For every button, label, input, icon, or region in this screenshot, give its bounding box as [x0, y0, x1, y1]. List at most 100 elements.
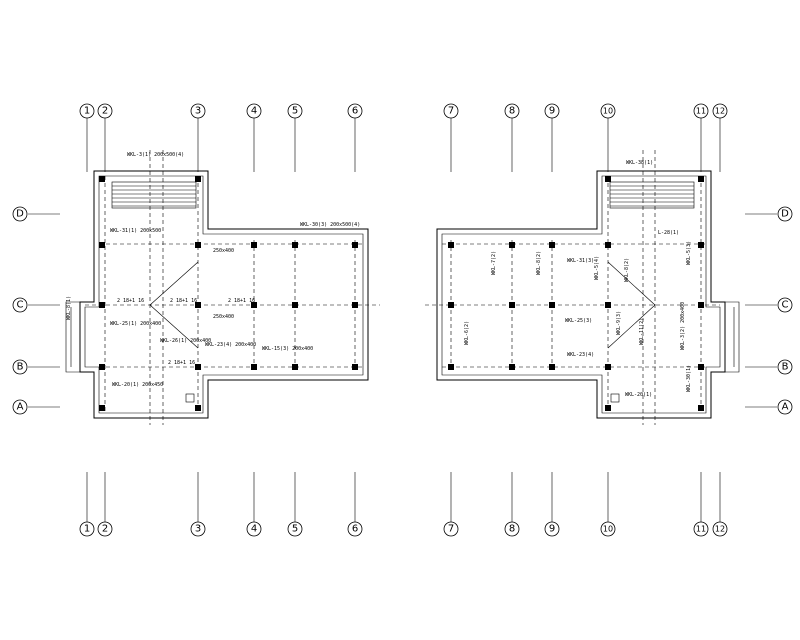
- column: [195, 405, 201, 411]
- axis-bubble-6-bottom: 6: [347, 521, 363, 537]
- column: [605, 405, 611, 411]
- right-annotations: WKL-38(1) L-28(1) WKL-7(2) WKL-8(2) WKL-…: [464, 160, 692, 398]
- svg-text:3: 3: [195, 106, 201, 117]
- axis-bubble-5-bottom: 5: [287, 521, 303, 537]
- left-bottom-axes: 1 2 3 4 5 6: [79, 472, 363, 537]
- beam-label: WKL-20(1): [625, 392, 652, 398]
- right-stair: [609, 181, 695, 209]
- axis-bubble-11: 11: [693, 103, 709, 119]
- column: [251, 364, 257, 370]
- column: [448, 302, 454, 308]
- beam-label: WKL-31(1) 200x500: [110, 228, 161, 234]
- axis-bubble-5: 5: [287, 103, 303, 119]
- svg-text:5: 5: [292, 524, 298, 535]
- beam-label: WKL-25(3): [565, 318, 592, 324]
- column: [605, 242, 611, 248]
- right-bottom-axes: 7 8 9 10 11 12: [443, 472, 728, 537]
- column: [251, 302, 257, 308]
- svg-text:10: 10: [603, 107, 613, 116]
- svg-text:5: 5: [292, 106, 298, 117]
- svg-text:7: 7: [448, 106, 454, 117]
- column: [698, 364, 704, 370]
- column: [292, 302, 298, 308]
- rebar-label: 2 18+1 16: [168, 360, 195, 366]
- right-side-axes: D C B A: [745, 206, 793, 415]
- column: [448, 242, 454, 248]
- axis-bubble-12-bottom: 12: [712, 521, 728, 537]
- column: [352, 364, 358, 370]
- svg-text:8: 8: [509, 524, 515, 535]
- column: [352, 302, 358, 308]
- right-plan: 7 8 9 10 11 12 7 8 9 10 11 12: [425, 103, 793, 537]
- axis-bubble-12: 12: [712, 103, 728, 119]
- column: [195, 364, 201, 370]
- beam-label: L-28(1): [658, 230, 679, 236]
- svg-text:B: B: [17, 362, 24, 373]
- beam-label: WKL-8(1): [66, 296, 72, 320]
- right-beams: [425, 150, 720, 425]
- column: [698, 176, 704, 182]
- axis-bubble-C-right: C: [777, 297, 793, 313]
- left-annotations: WKL-3(1) 200x500(4) WKL-30(3) 200x500(4)…: [66, 152, 360, 388]
- axis-bubble-1: 1: [79, 103, 95, 119]
- column: [195, 302, 201, 308]
- axis-bubble-A: A: [12, 399, 28, 415]
- svg-text:A: A: [782, 402, 789, 413]
- svg-text:6: 6: [352, 106, 358, 117]
- left-stair: [111, 181, 197, 209]
- column: [698, 302, 704, 308]
- axis-bubble-D: D: [12, 206, 28, 222]
- svg-text:7: 7: [448, 524, 454, 535]
- svg-text:B: B: [782, 362, 789, 373]
- axis-bubble-D-right: D: [777, 206, 793, 222]
- axis-bubble-3: 3: [190, 103, 206, 119]
- left-side-axes: D C B A: [12, 206, 60, 415]
- axis-bubble-11-bottom: 11: [693, 521, 709, 537]
- svg-text:10: 10: [603, 525, 613, 534]
- svg-text:9: 9: [549, 106, 555, 117]
- svg-text:9: 9: [549, 524, 555, 535]
- axis-bubble-7-bottom: 7: [443, 521, 459, 537]
- svg-text:3: 3: [195, 524, 201, 535]
- axis-bubble-6: 6: [347, 103, 363, 119]
- svg-text:6: 6: [352, 524, 358, 535]
- column: [605, 302, 611, 308]
- svg-text:8: 8: [509, 106, 515, 117]
- column: [195, 242, 201, 248]
- beam-label: WKL-9(3): [616, 311, 622, 335]
- column: [549, 302, 555, 308]
- beam-label: WKL-23(4) 200x400: [205, 342, 256, 348]
- axis-bubble-1-bottom: 1: [79, 521, 95, 537]
- axis-bubble-4-bottom: 4: [246, 521, 262, 537]
- beam-label: WKL-5(4): [594, 256, 600, 280]
- column: [605, 364, 611, 370]
- rebar-label: 2 18+1 16: [117, 298, 144, 304]
- left-outer-walls: [65, 170, 369, 419]
- svg-text:11: 11: [696, 525, 706, 534]
- beam-label: WKL-15(3) 200x400: [262, 346, 313, 352]
- svg-text:2: 2: [102, 524, 108, 535]
- beam-label: WKL-8(2): [536, 251, 542, 275]
- right-outer-walls: [436, 170, 740, 419]
- axis-bubble-9-bottom: 9: [544, 521, 560, 537]
- axis-bubble-B-right: B: [777, 359, 793, 375]
- column: [549, 242, 555, 248]
- axis-bubble-9: 9: [544, 103, 560, 119]
- axis-bubble-10-bottom: 10: [600, 521, 616, 537]
- svg-text:C: C: [782, 300, 789, 311]
- beam-label: WKL-3(2) 200x400: [680, 302, 686, 350]
- svg-text:D: D: [781, 209, 789, 220]
- beam-label: WKL-5(3): [686, 241, 692, 265]
- column: [549, 364, 555, 370]
- column: [251, 242, 257, 248]
- svg-text:12: 12: [715, 107, 725, 116]
- rebar-label: 2 18+1 16: [170, 298, 197, 304]
- axis-bubble-3-bottom: 3: [190, 521, 206, 537]
- svg-text:D: D: [16, 209, 24, 220]
- left-columns: [99, 176, 358, 411]
- column: [99, 242, 105, 248]
- beam-label: WKL-25(1) 200x400: [110, 321, 161, 327]
- beam-label: WKL-26(1) 200x400: [160, 338, 211, 344]
- rebar-label: 2 18+1 16: [228, 298, 255, 304]
- column: [352, 242, 358, 248]
